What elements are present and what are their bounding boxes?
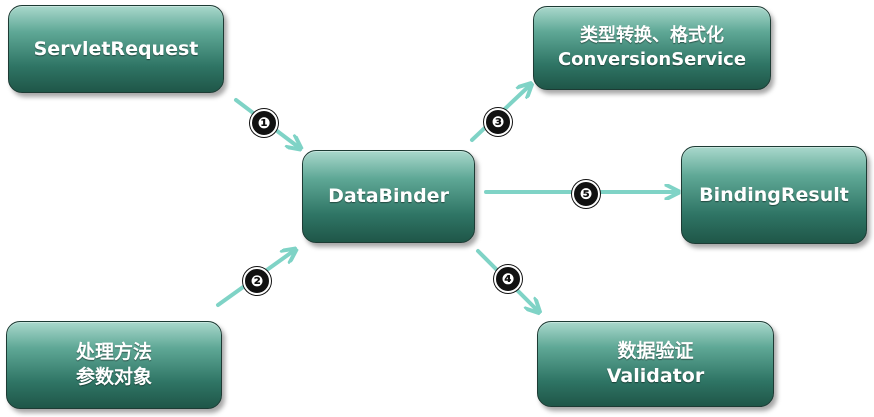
step-badge-5: ❺: [572, 180, 600, 208]
step-badge-2: ❷: [243, 267, 271, 295]
validator-label-cn: 数据验证: [617, 340, 694, 362]
data-binder-box: DataBinder: [302, 150, 475, 243]
step-badge-3: ❸: [484, 108, 512, 136]
validator-box: 数据验证 Validator: [537, 321, 774, 407]
step-badge-1: ❶: [250, 109, 278, 137]
method-params-box: 处理方法 参数对象: [6, 321, 222, 409]
method-params-label-2: 参数对象: [75, 366, 152, 388]
servlet-request-label: ServletRequest: [33, 37, 199, 60]
validator-label: Validator: [606, 365, 705, 387]
binding-result-label: BindingResult: [699, 183, 849, 206]
binding-result-box: BindingResult: [681, 146, 867, 244]
conversion-service-label: ConversionService: [557, 49, 747, 70]
method-params-label-1: 处理方法: [75, 341, 152, 363]
step-badge-4: ❹: [494, 265, 522, 293]
conversion-service-box: 类型转换、格式化 ConversionService: [533, 6, 771, 90]
data-binder-label: DataBinder: [328, 185, 449, 207]
conversion-service-label-cn: 类型转换、格式化: [580, 25, 724, 46]
servlet-request-box: ServletRequest: [8, 5, 224, 93]
